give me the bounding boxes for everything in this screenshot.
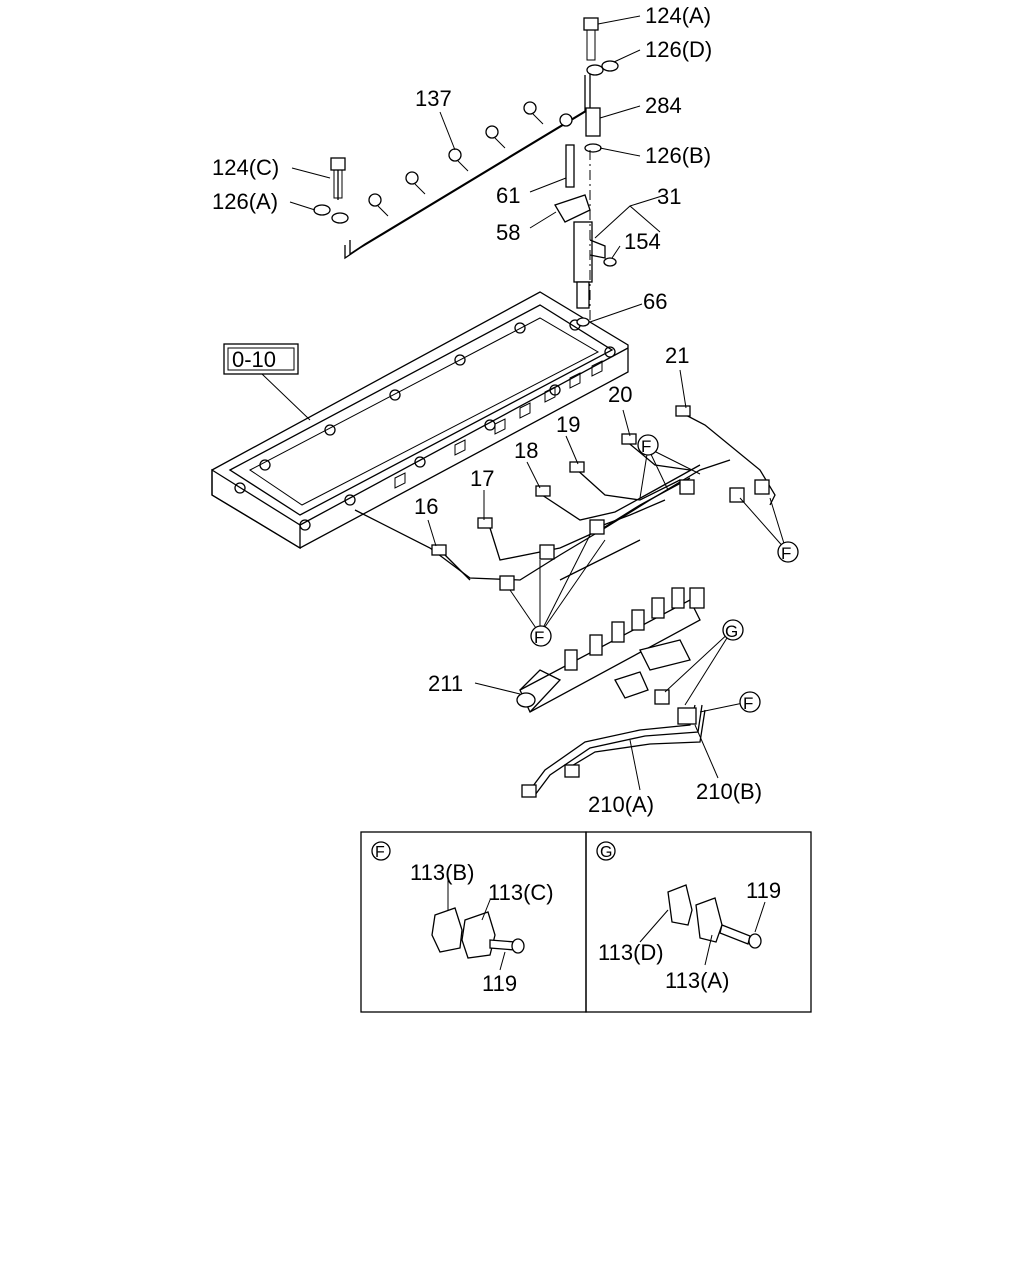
washer-126b — [584, 143, 602, 153]
label-126d: 126(D) — [645, 37, 712, 62]
label-58: 58 — [496, 220, 520, 245]
detail-g-title: G — [600, 844, 612, 861]
label-154: 154 — [624, 229, 661, 254]
label-210a: 210(A) — [588, 792, 654, 817]
detail-g-119: 119 — [746, 878, 781, 903]
label-16: 16 — [414, 494, 438, 519]
callout-f-upper: F — [637, 434, 659, 456]
leader-lines — [289, 15, 787, 791]
label-66: 66 — [643, 289, 667, 314]
label-210b: 210(B) — [696, 779, 762, 804]
washer-126d — [586, 60, 619, 76]
svg-text:F: F — [641, 437, 651, 456]
reference-0-10 — [223, 343, 311, 421]
detail-f-title: F — [375, 844, 385, 861]
washer-126a — [313, 204, 349, 224]
label-21: 21 — [665, 343, 689, 368]
injector-31 — [573, 150, 606, 320]
svg-text:F: F — [743, 694, 753, 713]
callout-f-feed: F — [739, 691, 761, 713]
detail-box-f: F 113(B) 113(C) 119 — [360, 831, 587, 1013]
label-211: 211 — [428, 671, 463, 696]
label-126b: 126(B) — [645, 143, 711, 168]
detail-box-g: G 119 113(D) 113(A) — [585, 831, 812, 1013]
label-124c: 124(C) — [212, 155, 279, 180]
label-19: 19 — [556, 412, 580, 437]
stud-61 — [565, 144, 575, 188]
callout-f-right: F — [777, 541, 799, 563]
head-cover-gasket — [211, 291, 629, 550]
label-124a: 124(A) — [645, 3, 711, 28]
part-labels: 124(A) 126(D) 284 126(B) 137 124(C) 126(… — [212, 3, 762, 817]
label-17: 17 — [470, 466, 494, 491]
detail-f-113b: 113(B) — [410, 860, 474, 885]
bolt-124a — [583, 17, 599, 61]
leak-off-pipe — [344, 72, 591, 260]
svg-text:F: F — [781, 544, 791, 563]
callout-f-lower: F — [530, 625, 552, 647]
detail-f-113c: 113(C) — [488, 880, 554, 905]
detail-g-113d: 113(D) — [598, 940, 664, 965]
svg-text:G: G — [725, 622, 738, 641]
connector-284 — [585, 107, 601, 137]
label-137: 137 — [415, 86, 452, 111]
common-rail-211 — [516, 587, 705, 713]
detail-g-113a: 113(A) — [665, 968, 729, 993]
bolt-124c — [330, 157, 346, 200]
feed-pipes-210 — [521, 689, 706, 798]
svg-text:F: F — [534, 628, 544, 647]
injection-pipes — [354, 405, 776, 591]
label-20: 20 — [608, 382, 632, 407]
label-31: 31 — [657, 184, 681, 209]
label-18: 18 — [514, 438, 538, 463]
clamp-58 — [554, 194, 591, 223]
detail-f-119: 119 — [482, 971, 517, 996]
label-284: 284 — [645, 93, 682, 118]
label-0-10: 0-10 — [232, 347, 276, 372]
label-61: 61 — [496, 183, 520, 208]
o-ring-154 — [603, 257, 617, 267]
callout-g: G — [722, 619, 744, 641]
label-126a: 126(A) — [212, 189, 278, 214]
gasket-66 — [576, 317, 590, 327]
